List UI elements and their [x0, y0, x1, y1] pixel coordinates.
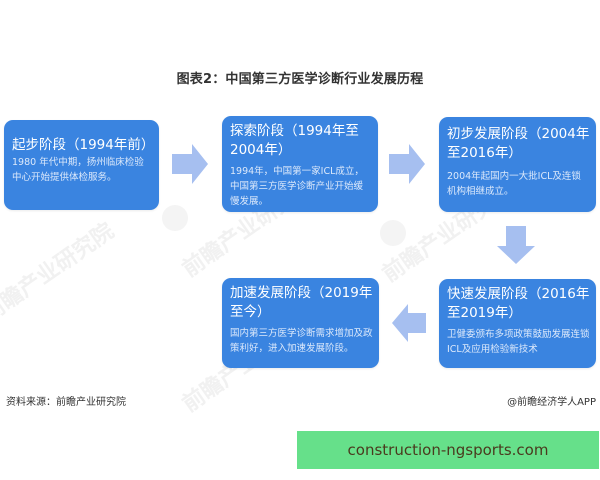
stage-description: 2004年起国内一大批ICL及连锁机构相继成立。 [447, 171, 581, 197]
arrow-down-icon [497, 226, 535, 264]
watermark-logo-icon [380, 220, 406, 246]
stage-heading: 探索阶段（1994年至2004年） [230, 123, 359, 158]
stage-description: 卫健委颁布多项政策鼓励发展连锁ICL及应用检验新技术 [447, 329, 590, 355]
stage-box-initial-development: 初步发展阶段（2004年至2016年） 2004年起国内一大批ICL及连锁机构相… [439, 117, 596, 212]
arrow-right-icon [172, 144, 208, 184]
stage-description: 1980 年代中期，扬州临床检验中心开始提供体检服务。 [12, 157, 144, 183]
stage-heading: 快速发展阶段（2016年至2019年） [447, 286, 590, 321]
stage-heading: 起步阶段（1994年前） [12, 137, 155, 153]
chart-title: 图表2：中国第三方医学诊断行业发展历程 [176, 72, 424, 87]
stage-heading: 加速发展阶段（2019年至今） [230, 285, 373, 320]
arrow-right-icon [389, 144, 425, 184]
site-banner[interactable]: construction-ngsports.com [297, 431, 599, 469]
credit-note: @前瞻经济学人APP [507, 397, 596, 408]
stage-box-exploration: 探索阶段（1994年至2004年） 1994年，中国第一家ICL成立，中国第三方… [222, 116, 378, 212]
banner-text: construction-ngsports.com [347, 441, 549, 459]
watermark-logo-icon [162, 205, 188, 231]
stage-heading: 初步发展阶段（2004年至2016年） [447, 126, 590, 161]
watermark: 前瞻产业研究院 [0, 218, 119, 328]
stage-description: 1994年，中国第一家ICL成立，中国第三方医学诊断产业开始缓慢发展。 [230, 166, 364, 207]
stage-description: 国内第三方医学诊断需求增加及政策利好，进入加速发展阶段。 [230, 328, 373, 354]
stage-box-rapid-development: 快速发展阶段（2016年至2019年） 卫健委颁布多项政策鼓励发展连锁ICL及应… [439, 279, 596, 368]
stage-box-startup: 起步阶段（1994年前） 1980 年代中期，扬州临床检验中心开始提供体检服务。 [4, 120, 159, 210]
arrow-left-icon [392, 304, 426, 342]
stage-box-accelerated-development: 加速发展阶段（2019年至今） 国内第三方医学诊断需求增加及政策利好，进入加速发… [222, 278, 379, 368]
source-note: 资料来源：前瞻产业研究院 [6, 397, 126, 408]
